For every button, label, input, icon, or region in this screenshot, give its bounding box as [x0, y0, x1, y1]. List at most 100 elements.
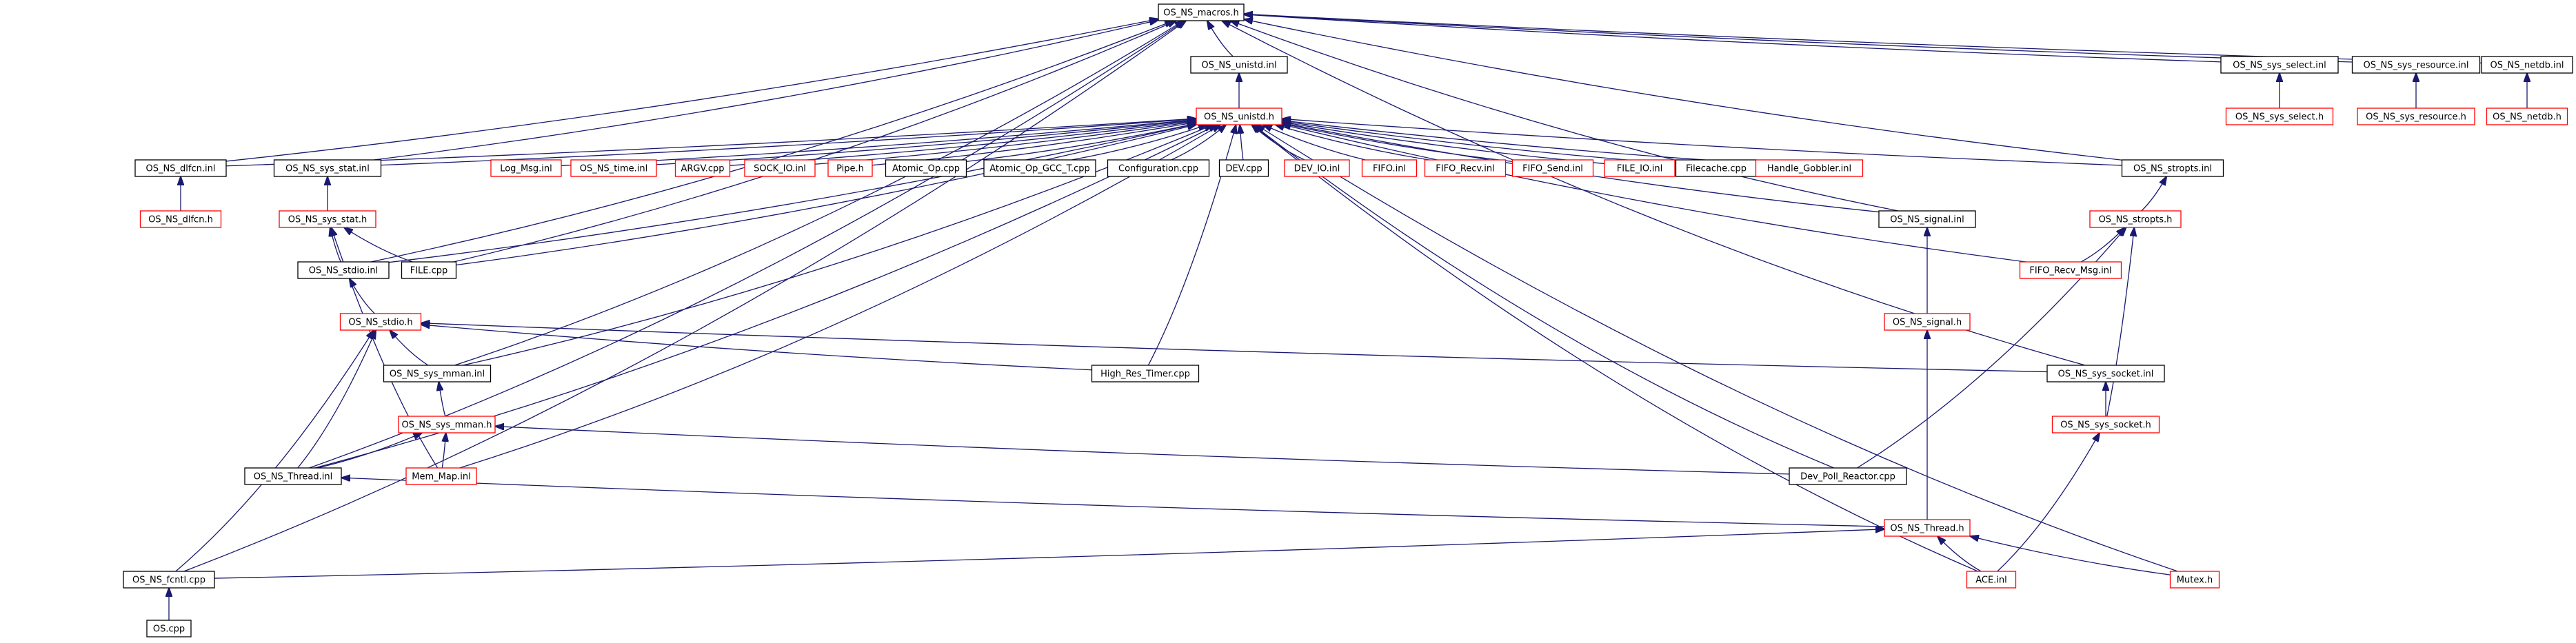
graph-node-socket_inl[interactable]: OS_NS_sys_socket.inl — [2046, 365, 2165, 382]
edge-sel_inl-to-macros — [1244, 14, 2222, 63]
node-label: Mutex.h — [2177, 575, 2213, 586]
graph-node-res_h[interactable]: OS_NS_sys_resource.h — [2357, 108, 2475, 125]
node-box — [490, 159, 562, 177]
graph-node-sel_h[interactable]: OS_NS_sys_select.h — [2225, 108, 2334, 125]
graph-node-ace[interactable]: ACE.inl — [1966, 571, 2017, 589]
node-box — [383, 365, 492, 382]
graph-node-socket_h[interactable]: OS_NS_sys_socket.h — [2051, 416, 2160, 433]
node-label: DEV.cpp — [1225, 164, 1262, 174]
node-label: OS_NS_sys_socket.h — [2060, 420, 2151, 431]
node-label: Dev_Poll_Reactor.cpp — [1800, 472, 1895, 482]
graph-node-mman_h[interactable]: OS_NS_sys_mman.h — [398, 416, 496, 433]
graph-node-argv[interactable]: ARGV.cpp — [674, 159, 731, 177]
node-box — [2220, 56, 2339, 74]
node-label: SOCK_IO.inl — [754, 164, 806, 174]
graph-node-fifosend[interactable]: FIFO_Send.inl — [1511, 159, 1594, 177]
graph-node-macros[interactable]: OS_NS_macros.h — [1158, 3, 1245, 21]
graph-node-signal_inl[interactable]: OS_NS_signal.inl — [1878, 210, 1976, 228]
graph-node-handle[interactable]: Handle_Gobbler.inl — [1755, 159, 1864, 177]
graph-node-filecache[interactable]: Filecache.cpp — [1675, 159, 1758, 177]
edge-ace-to-unistd_h — [1252, 125, 1978, 572]
node-label: OS_NS_stdio.inl — [309, 266, 379, 276]
node-box — [1424, 159, 1507, 177]
graph-node-thread_inl[interactable]: OS_NS_Thread.inl — [244, 467, 342, 485]
node-box — [401, 261, 457, 279]
edge-mman_inl-to-stdio_h — [390, 330, 429, 366]
node-box — [1361, 159, 1418, 177]
graph-node-stropts_inl[interactable]: OS_NS_stropts.inl — [2121, 159, 2224, 177]
graph-node-netdb_h[interactable]: OS_NS_netdb.h — [2486, 108, 2568, 125]
edge-thread_inl-to-macros — [309, 21, 1185, 469]
graph-node-sel_inl[interactable]: OS_NS_sys_select.inl — [2220, 56, 2339, 74]
node-label: OS_NS_sys_stat.inl — [285, 164, 370, 174]
edge-fcntl-to-thread_h — [214, 529, 1884, 579]
node-box — [1091, 365, 1200, 382]
graph-node-config[interactable]: Configuration.cpp — [1107, 159, 1210, 177]
node-box — [2089, 210, 2182, 228]
graph-node-unistd_inl[interactable]: OS_NS_unistd.inl — [1190, 56, 1288, 74]
node-box — [123, 571, 215, 589]
node-label: OS.cpp — [153, 624, 185, 635]
graph-node-stdio_h[interactable]: OS_NS_stdio.h — [339, 313, 422, 331]
node-label: OS_NS_stropts.h — [2099, 215, 2173, 225]
graph-node-pipe[interactable]: Pipe.h — [827, 159, 873, 177]
node-box — [405, 467, 477, 485]
graph-node-dlfcn_inl[interactable]: OS_NS_dlfcn.inl — [134, 159, 227, 177]
graph-node-hrt[interactable]: High_Res_Timer.cpp — [1091, 365, 1200, 382]
edge-stdio_h-to-stdio_inl — [350, 278, 375, 314]
edge-fifosend-to-unistd_h — [1282, 123, 1513, 163]
graph-node-devpoll[interactable]: Dev_Poll_Reactor.cpp — [1789, 467, 1907, 485]
graph-node-unistd_h[interactable]: OS_NS_unistd.h — [1196, 108, 1282, 125]
graph-node-res_inl[interactable]: OS_NS_sys_resource.inl — [2351, 56, 2481, 74]
graph-node-netdb_inl[interactable]: OS_NS_netdb.inl — [2481, 56, 2573, 74]
graph-node-devio[interactable]: DEV_IO.inl — [1284, 159, 1350, 177]
graph-node-memmap[interactable]: Mem_Map.inl — [405, 467, 477, 485]
graph-node-signal_h[interactable]: OS_NS_signal.h — [1884, 313, 1971, 331]
node-box — [885, 159, 967, 177]
node-box — [1218, 159, 1269, 177]
graph-node-stropts_h[interactable]: OS_NS_stropts.h — [2089, 210, 2182, 228]
node-box — [146, 620, 192, 637]
edge-thread_h-to-thread_inl — [341, 478, 1885, 527]
graph-node-fcntl[interactable]: OS_NS_fcntl.cpp — [123, 571, 215, 589]
graph-node-mman_inl[interactable]: OS_NS_sys_mman.inl — [383, 365, 492, 382]
graph-node-time_inl[interactable]: OS_NS_time.inl — [570, 159, 657, 177]
graph-node-stat_inl[interactable]: OS_NS_sys_stat.inl — [273, 159, 382, 177]
node-label: FIFO_Recv_Msg.inl — [2029, 266, 2111, 276]
graph-node-dev[interactable]: DEV.cpp — [1218, 159, 1269, 177]
node-label: OS_NS_Thread.h — [1890, 524, 1964, 534]
node-box — [1604, 159, 1676, 177]
node-label: OS_NS_sys_mman.inl — [390, 369, 485, 380]
graph-node-dlfcn_h[interactable]: OS_NS_dlfcn.h — [139, 210, 222, 228]
graph-node-sockio[interactable]: SOCK_IO.inl — [744, 159, 816, 177]
edge-filecpp-to-macros — [453, 21, 1176, 263]
graph-node-mutex[interactable]: Mutex.h — [2169, 571, 2220, 589]
node-box — [339, 313, 422, 331]
node-box — [674, 159, 731, 177]
graph-node-logmsg[interactable]: Log_Msg.inl — [490, 159, 562, 177]
graph-node-fiforecvmsg[interactable]: FIFO_Recv_Msg.inl — [2019, 261, 2122, 279]
node-label: High_Res_Timer.cpp — [1100, 369, 1190, 380]
node-label: Atomic_Op.cpp — [892, 164, 960, 174]
node-label: OS_NS_netdb.inl — [2491, 61, 2564, 71]
graph-node-stat_h[interactable]: OS_NS_sys_stat.h — [279, 210, 376, 228]
graph-node-oscpp[interactable]: OS.cpp — [146, 620, 192, 637]
graph-node-thread_h[interactable]: OS_NS_Thread.h — [1884, 519, 1971, 537]
node-label: Handle_Gobbler.inl — [1767, 164, 1851, 174]
node-label: Log_Msg.inl — [500, 164, 552, 174]
node-box — [1884, 519, 1971, 537]
graph-node-filecpp[interactable]: FILE.cpp — [401, 261, 457, 279]
edge-stdio_inl-to-macros — [370, 21, 1174, 263]
edge-mutex-to-thread_h — [1970, 536, 2171, 575]
graph-node-atomic_gcc[interactable]: Atomic_Op_GCC_T.cpp — [983, 159, 1096, 177]
graph-node-fiforecv[interactable]: FIFO_Recv.inl — [1424, 159, 1507, 177]
edge-filecpp-to-stat_h — [344, 227, 413, 263]
graph-node-atomic[interactable]: Atomic_Op.cpp — [885, 159, 967, 177]
graph-node-fifo[interactable]: FIFO.inl — [1361, 159, 1418, 177]
graph-node-fileio[interactable]: FILE_IO.inl — [1604, 159, 1676, 177]
node-label: FIFO_Recv.inl — [1436, 164, 1494, 174]
edge-memmap-to-mman_h — [441, 433, 445, 469]
graph-node-stdio_inl[interactable]: OS_NS_stdio.inl — [297, 261, 390, 279]
edge-signal_inl-to-macros — [1230, 21, 1899, 212]
